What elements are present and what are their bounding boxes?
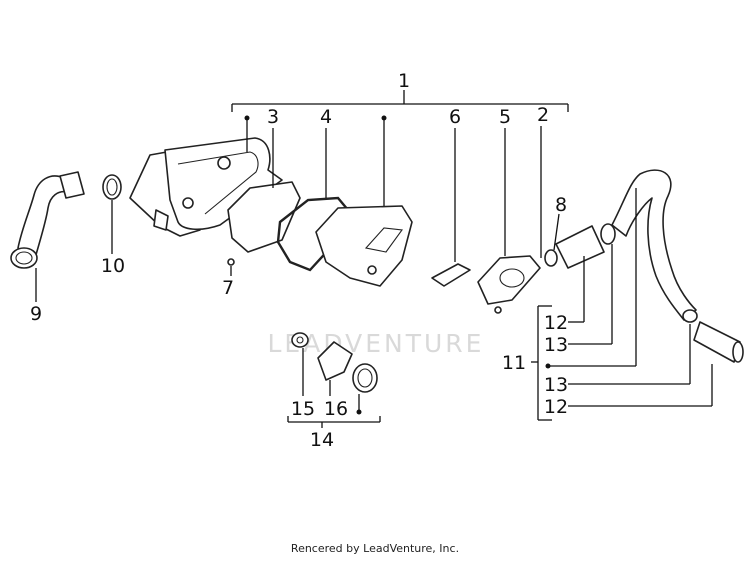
callout-12b: 12	[544, 396, 568, 418]
callout-1: 1	[398, 70, 410, 92]
footer-credit: Rencered by LeadVenture, Inc.	[290, 542, 460, 555]
callout-14: 14	[310, 429, 334, 451]
part-6-plate	[431, 263, 471, 287]
part-1-housing-body	[129, 137, 283, 237]
part-3-filter-element	[227, 181, 301, 253]
callout-10: 10	[101, 255, 125, 277]
callout-6: 6	[449, 106, 461, 128]
callout-8: 8	[555, 194, 567, 216]
part-10-hose-clamp	[102, 174, 122, 200]
leader-lines	[35, 90, 713, 428]
callout-9: 9	[30, 303, 42, 325]
callout-5: 5	[499, 106, 511, 128]
part-11-pipe-assembly	[555, 169, 744, 363]
callout-16: 16	[324, 398, 348, 420]
callout-3: 3	[267, 106, 279, 128]
callout-13a: 13	[544, 334, 568, 356]
callout-4: 4	[320, 106, 332, 128]
callout-labels: 1 3 4 6 5 2 8 10 7 9 12 13 11 13 12 15 1…	[30, 70, 568, 451]
part-8-ring	[544, 249, 558, 267]
part-housing-cover	[315, 205, 413, 287]
part-7-screw	[227, 258, 235, 266]
callout-13b: 13	[544, 374, 568, 396]
callout-2: 2	[537, 104, 549, 126]
part-9-intake-hose	[10, 171, 85, 269]
callout-12a: 12	[544, 312, 568, 334]
callout-11: 11	[502, 352, 526, 374]
part-14-valve-assembly	[291, 332, 378, 393]
callout-7: 7	[222, 277, 234, 299]
callout-15: 15	[291, 398, 315, 420]
part-5-flange	[477, 255, 541, 314]
